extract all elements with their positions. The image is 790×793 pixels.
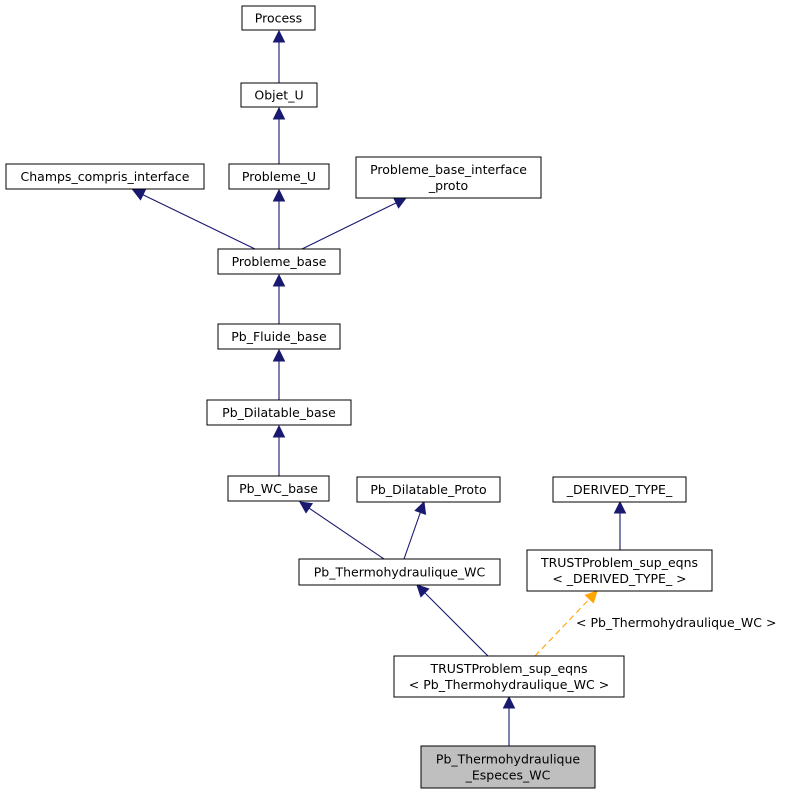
edge-trustproblem_wc-to-pb_thermohydraulique_wc	[416, 584, 489, 657]
class-node-pb-fluide-base[interactable]: Pb_Fluide_base	[217, 323, 341, 350]
arrowhead-icon	[502, 695, 516, 709]
node-label: Probleme_base_interface	[370, 162, 527, 177]
edge-trustproblem_wc-to-trustproblem_derived: < Pb_Thermohydraulique_WC >	[534, 590, 776, 657]
node-box	[5, 163, 205, 190]
node-label: _proto	[428, 178, 468, 193]
node-box	[356, 476, 501, 503]
node-label: _DERIVED_TYPE_	[566, 482, 673, 497]
arrowhead-icon	[272, 273, 286, 287]
node-label: Objet_U	[254, 88, 303, 103]
class-node-champs-compris-interface[interactable]: Champs_compris_interface	[5, 163, 205, 190]
node-label: Probleme_base	[232, 254, 327, 269]
edge-probleme_base-to-probleme_base_interface_proto	[301, 197, 408, 250]
arrowhead-icon	[272, 188, 286, 202]
edge-pb_thermo_especes_wc-to-trustproblem_wc	[502, 695, 516, 746]
arrowhead-icon	[272, 424, 286, 438]
edge-line	[308, 507, 385, 560]
node-box	[227, 475, 330, 502]
class-node-probleme-u[interactable]: Probleme_U	[228, 163, 330, 190]
node-label: TRUSTProblem_sup_eqns	[429, 661, 587, 676]
class-node-pb-dilatable-base[interactable]: Pb_Dilatable_base	[206, 399, 352, 426]
arrowhead-icon	[613, 500, 627, 514]
class-node-probleme-base-interface-proto[interactable]: Probleme_base_interface_proto	[355, 156, 542, 199]
class-node-pb-dilatable-proto[interactable]: Pb_Dilatable_Proto	[356, 476, 501, 503]
edge-line	[534, 598, 590, 657]
edge-pb_thermohydraulique_wc-to-pb_dilatable_proto	[403, 500, 427, 560]
node-box	[217, 323, 341, 350]
class-node-probleme-base[interactable]: Probleme_base	[217, 248, 341, 275]
class-node-process[interactable]: Process	[241, 5, 316, 31]
node-box	[393, 655, 625, 698]
arrowhead-icon	[272, 106, 286, 120]
arrowhead-icon	[584, 590, 598, 604]
node-box	[240, 82, 318, 108]
edge-pb_dilatable_base-to-pb_fluide_base	[272, 348, 286, 400]
edge-pb_thermohydraulique_wc-to-pb_wc_base	[299, 501, 385, 560]
node-box	[355, 156, 542, 199]
node-label: Pb_Fluide_base	[231, 329, 327, 344]
node-label: Pb_Dilatable_Proto	[370, 482, 486, 497]
edge-template-label: < Pb_Thermohydraulique_WC >	[576, 615, 776, 630]
arrowhead-icon	[272, 29, 286, 43]
node-box	[552, 476, 687, 503]
edge-pb_fluide_base-to-probleme_base	[272, 273, 286, 324]
class-node-pb-thermohydraulique-wc[interactable]: Pb_Thermohydraulique_WC	[298, 558, 501, 586]
node-box	[241, 5, 316, 31]
class-node-trustproblem-wc[interactable]: TRUSTProblem_sup_eqns< Pb_Thermohydrauli…	[393, 655, 625, 698]
node-box	[206, 399, 352, 426]
node-box	[526, 549, 713, 592]
node-label: _Especes_WC	[465, 768, 551, 783]
class-node-objet-u[interactable]: Objet_U	[240, 82, 318, 108]
class-node-pb-thermo-especes-wc: Pb_Thermohydraulique_Especes_WC	[420, 745, 596, 789]
edge-pb_wc_base-to-pb_dilatable_base	[272, 424, 286, 476]
arrowhead-icon	[416, 584, 430, 598]
arrowhead-icon	[299, 501, 314, 514]
edges-layer: < Pb_Thermohydraulique_WC >	[131, 29, 776, 746]
edge-objet_u-to-process	[272, 29, 286, 83]
node-label: Pb_Thermohydraulique_WC	[314, 565, 486, 580]
edge-line	[403, 512, 421, 560]
edge-probleme_base-to-probleme_u	[272, 188, 286, 249]
node-box	[228, 163, 330, 190]
node-box	[420, 745, 596, 789]
node-box	[217, 248, 341, 275]
node-label: Pb_WC_base	[239, 481, 318, 496]
node-label: Pb_Dilatable_base	[222, 405, 336, 420]
edge-probleme_base-to-champs_compris_interface	[131, 189, 256, 250]
node-label: < Pb_Thermohydraulique_WC >	[409, 677, 609, 692]
arrowhead-icon	[131, 189, 147, 201]
class-node-derived-type[interactable]: _DERIVED_TYPE_	[552, 476, 687, 503]
arrowhead-icon	[414, 500, 427, 515]
node-label: Pb_Thermohydraulique	[436, 752, 580, 767]
node-label: Probleme_U	[242, 169, 316, 184]
edge-trustproblem_derived-to-derived_type	[613, 500, 627, 550]
class-node-trustproblem-derived[interactable]: TRUSTProblem_sup_eqns< _DERIVED_TYPE_ >	[526, 549, 713, 592]
arrowhead-icon	[272, 348, 286, 362]
edge-line	[142, 194, 256, 250]
node-label: < _DERIVED_TYPE_ >	[552, 571, 686, 586]
node-box	[298, 558, 501, 586]
node-label: Champs_compris_interface	[21, 169, 190, 184]
edge-probleme_u-to-objet_u	[272, 106, 286, 164]
edge-line	[424, 592, 489, 657]
node-label: TRUSTProblem_sup_eqns	[540, 555, 698, 570]
edge-line	[301, 202, 397, 250]
class-node-pb-wc-base[interactable]: Pb_WC_base	[227, 475, 330, 502]
node-label: Process	[255, 11, 302, 26]
